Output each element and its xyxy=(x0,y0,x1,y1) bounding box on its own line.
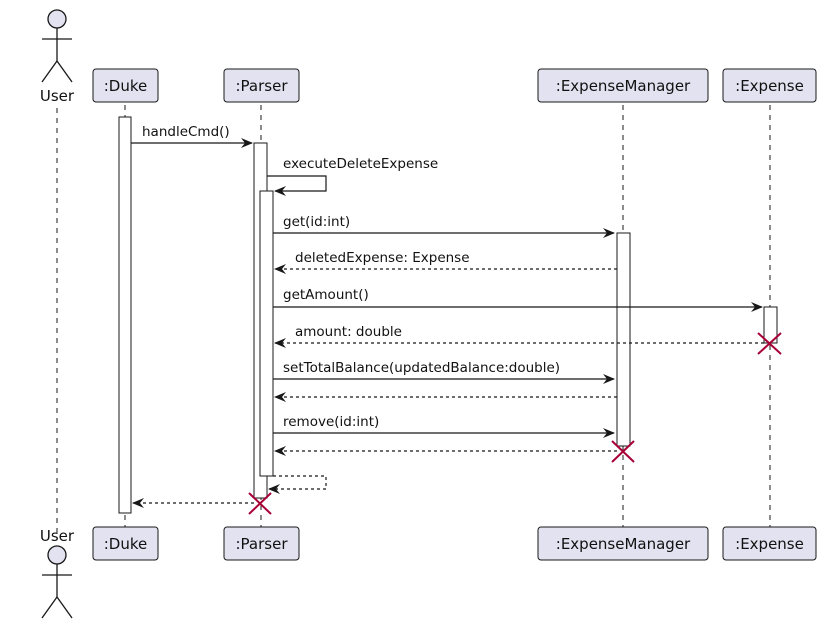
participant-expensemanager-label-bottom: :ExpenseManager xyxy=(556,535,691,553)
actor-leg-left xyxy=(41,60,58,83)
actor-leg-right xyxy=(56,596,73,619)
message-deleted-expense-return: deletedExpense: Expense xyxy=(274,250,617,274)
message-amount-return: amount: double xyxy=(274,324,764,348)
participant-expensemanager-label: :ExpenseManager xyxy=(556,77,691,95)
participant-parser-top: :Parser xyxy=(223,68,300,103)
actor-user-top: User xyxy=(40,9,75,105)
destroy-marker-expense xyxy=(757,332,782,355)
message-deleted-expense-return-label: deletedExpense: Expense xyxy=(295,250,470,266)
participant-expense-label: :Expense xyxy=(735,77,804,95)
destroy-marker-expensemanager xyxy=(611,440,635,463)
message-remove: remove(id:int) xyxy=(273,414,615,438)
activation-parser-inner xyxy=(259,190,274,477)
participant-parser-bottom: :Parser xyxy=(223,526,300,561)
message-get-label: get(id:int) xyxy=(283,214,350,230)
message-self-return xyxy=(268,475,327,494)
message-handle-cmd: handleCmd() xyxy=(131,124,253,148)
participant-duke-label: :Duke xyxy=(104,77,148,95)
participant-duke-top: :Duke xyxy=(92,68,159,103)
participant-duke-bottom: :Duke xyxy=(92,526,159,561)
message-get-amount: getAmount() xyxy=(273,287,763,312)
actor-label-bottom: User xyxy=(40,527,75,545)
actor-user-bottom: User xyxy=(40,527,75,619)
message-set-total-balance: setTotalBalance(updatedBalance:double) xyxy=(273,360,615,384)
message-execute-delete-expense-label: executeDeleteExpense xyxy=(283,156,438,172)
message-get: get(id:int) xyxy=(273,214,615,238)
participant-parser-label: :Parser xyxy=(236,77,289,95)
participant-expense-top: :Expense xyxy=(722,68,817,103)
message-get-amount-label: getAmount() xyxy=(283,287,369,303)
message-amount-return-label: amount: double xyxy=(295,324,402,340)
participant-duke-label-bottom: :Duke xyxy=(104,535,148,553)
message-remove-label: remove(id:int) xyxy=(283,414,379,430)
activation-duke xyxy=(118,116,132,514)
actor-label-top: User xyxy=(40,87,75,105)
actor-head xyxy=(47,545,67,565)
message-handle-cmd-label: handleCmd() xyxy=(142,124,230,140)
participant-parser-label-bottom: :Parser xyxy=(236,535,289,553)
message-execute-delete-expense: executeDeleteExpense xyxy=(267,156,438,196)
participant-expensemanager-top: :ExpenseManager xyxy=(537,68,709,103)
actor-head xyxy=(47,9,67,29)
message-set-total-balance-label: setTotalBalance(updatedBalance:double) xyxy=(283,360,560,376)
activation-expensemanager xyxy=(616,232,631,447)
participant-expensemanager-bottom: :ExpenseManager xyxy=(537,526,709,561)
actor-leg-left xyxy=(41,596,58,619)
participant-expense-label-bottom: :Expense xyxy=(735,535,804,553)
actor-leg-right xyxy=(56,60,73,83)
participant-expense-bottom: :Expense xyxy=(722,526,817,561)
destroy-marker-parser xyxy=(248,492,272,515)
